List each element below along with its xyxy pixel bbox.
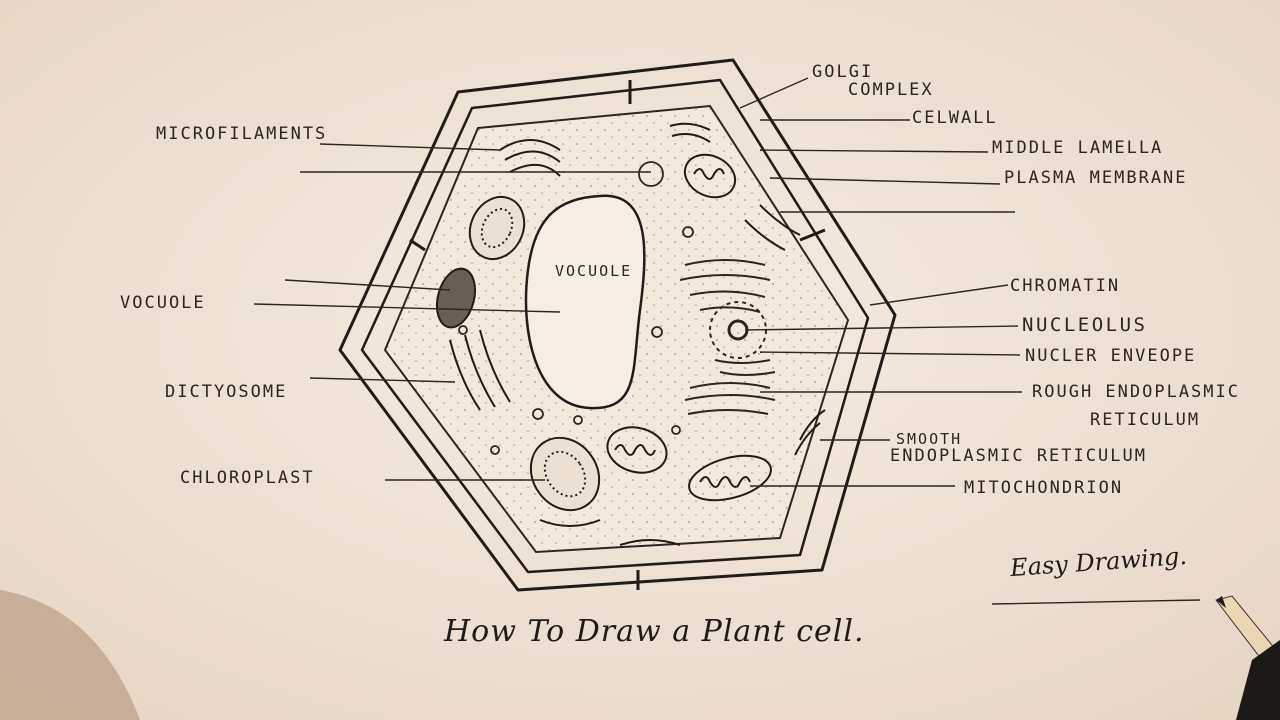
label-cell-wall: CELWALL: [912, 108, 998, 128]
label-vacuole-left: VOCUOLE: [120, 293, 206, 313]
label-rough-er-line2: RETICULUM: [1090, 410, 1200, 430]
label-nuclear-envelope: NUCLER ENVEOPE: [1025, 346, 1196, 366]
label-rough-er-line1: ROUGH ENDOPLASMIC: [1032, 382, 1240, 402]
label-nucleolus: NUCLEOLUS: [1022, 314, 1147, 336]
label-golgi-line2: COMPLEX: [848, 80, 934, 100]
label-mitochondrion: MITOCHONDRION: [964, 478, 1123, 498]
vacuole-shape: [526, 196, 644, 408]
label-microfilaments: MICROFILAMENTS: [156, 124, 327, 144]
label-golgi-line1: GOLGI: [812, 62, 873, 82]
label-plasma-membrane: PLASMA MEMBRANE: [1004, 168, 1188, 188]
label-smooth-er-line2: ENDOPLASMIC RETICULUM: [890, 446, 1147, 466]
label-chloroplast: CHLOROPLAST: [180, 468, 315, 488]
label-chromatin: CHROMATIN: [1010, 276, 1120, 296]
page-title: How To Draw a Plant cell.: [444, 614, 865, 649]
label-vacuole-inside: VOCUOLE: [555, 262, 632, 280]
label-middle-lamella: MIDDLE LAMELLA: [992, 138, 1163, 158]
label-dictyosome: DICTYOSOME: [165, 382, 287, 402]
